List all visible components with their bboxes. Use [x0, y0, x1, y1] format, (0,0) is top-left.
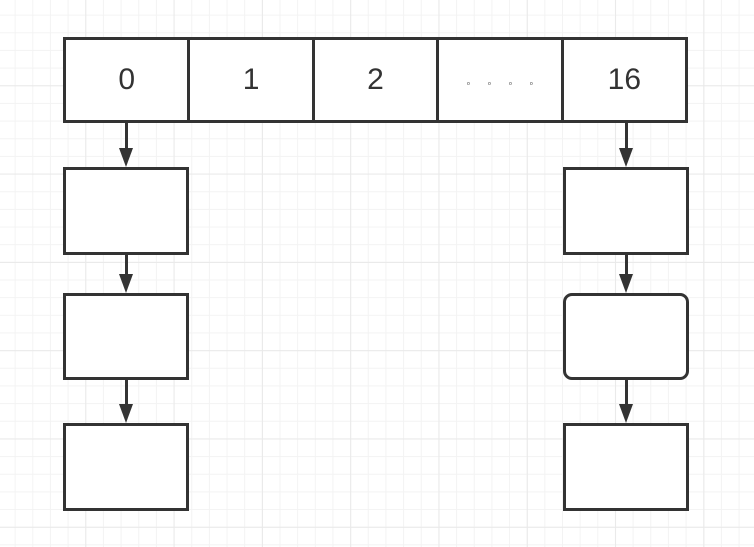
array-cell-ellipsis[interactable]: ◦ ◦ ◦ ◦	[439, 40, 564, 120]
array-cell-0-label: 0	[118, 63, 136, 96]
arrow-stem	[124, 380, 128, 404]
arrow-head-icon	[619, 404, 633, 423]
right-chain-node-3[interactable]	[563, 423, 689, 511]
connector-right-array-to-node1[interactable]	[619, 123, 634, 167]
arrow-stem	[624, 255, 628, 274]
array-cell-2[interactable]: 2	[314, 40, 440, 120]
array-cell-1-label: 1	[242, 63, 260, 96]
arrow-head-icon	[119, 274, 133, 293]
connector-left-node2-to-node3[interactable]	[119, 380, 134, 423]
bucket-array: 0 1 2 ◦ ◦ ◦ ◦ 16	[63, 37, 688, 123]
left-chain-node-2[interactable]	[63, 293, 189, 380]
array-cell-0[interactable]: 0	[66, 40, 191, 120]
right-chain-node-2[interactable]	[563, 293, 689, 380]
array-cell-1[interactable]: 1	[190, 40, 315, 120]
array-cell-2-label: 2	[367, 63, 384, 96]
connector-left-array-to-node1[interactable]	[119, 123, 134, 167]
arrow-head-icon	[119, 148, 133, 167]
arrow-stem	[624, 123, 628, 148]
ellipsis-dots: ◦ ◦ ◦ ◦	[466, 77, 541, 90]
arrow-stem	[124, 255, 128, 274]
connector-left-node1-to-node2[interactable]	[119, 255, 134, 293]
left-chain-node-3[interactable]	[63, 423, 189, 511]
connector-right-node1-to-node2[interactable]	[619, 255, 634, 293]
array-cell-16-label: 16	[607, 63, 642, 96]
array-cell-16[interactable]: 16	[563, 40, 686, 120]
arrow-head-icon	[619, 148, 633, 167]
arrow-head-icon	[619, 274, 633, 293]
arrow-stem	[624, 380, 628, 404]
arrow-head-icon	[119, 404, 133, 423]
arrow-stem	[124, 123, 128, 148]
right-chain-node-1[interactable]	[563, 167, 689, 255]
left-chain-node-1[interactable]	[63, 167, 189, 255]
connector-right-node2-to-node3[interactable]	[619, 380, 634, 423]
